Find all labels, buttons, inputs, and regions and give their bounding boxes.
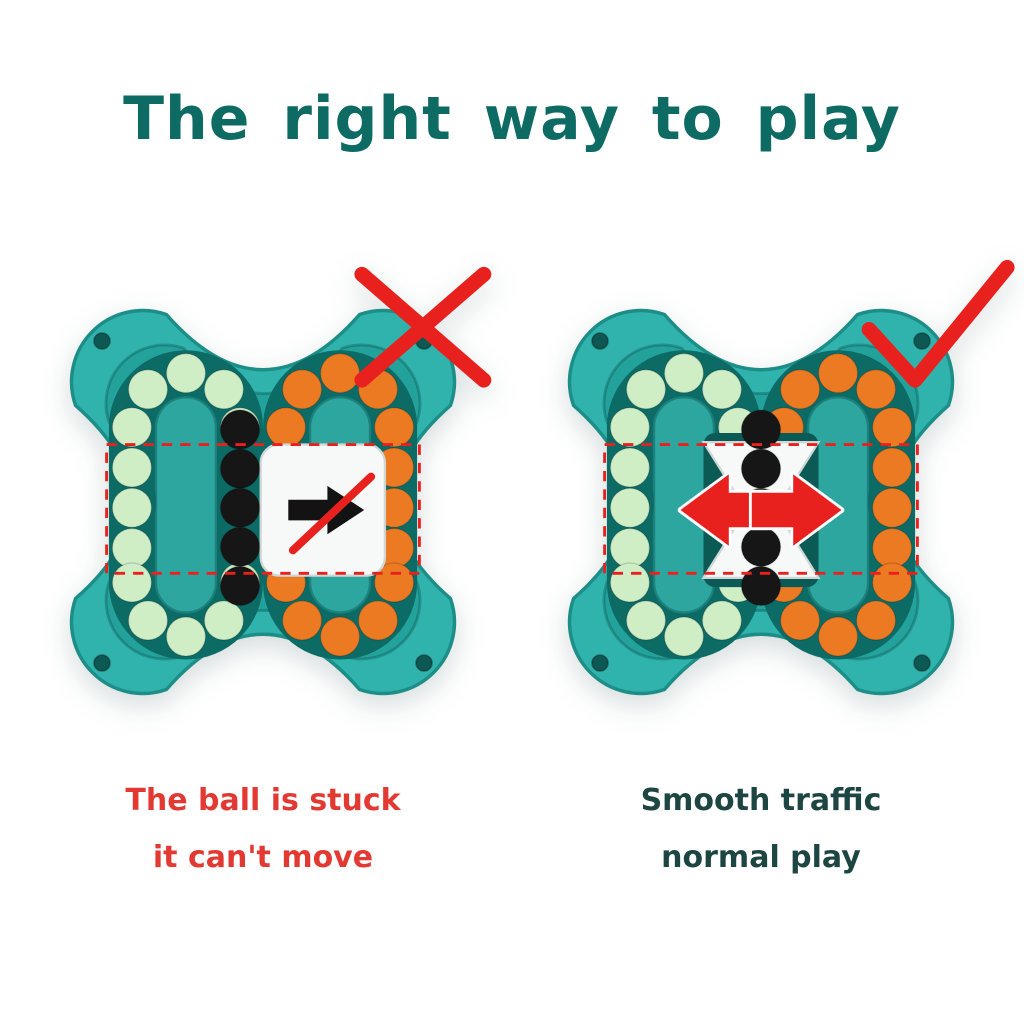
- corner-screws: [591, 332, 931, 672]
- blocked-slash-icon: [288, 472, 376, 555]
- caption-line: normal play: [661, 840, 861, 875]
- row-indicator: [603, 443, 919, 575]
- panel-wrong-way: The ball is stuck it can't move: [27, 266, 499, 886]
- toy-wrong-illustration: [69, 266, 492, 696]
- row-indicator: [105, 443, 421, 575]
- panel-right-way: Smooth traffic normal play: [525, 259, 1015, 886]
- corner-screws: [93, 332, 433, 672]
- check-mark-icon: [861, 259, 1015, 388]
- caption-wrong-way: The ball is stuck it can't move: [125, 772, 400, 886]
- caption-line: The ball is stuck: [125, 783, 401, 818]
- arrow-right-icon: [748, 471, 845, 549]
- caption-line: it can't move: [152, 840, 374, 875]
- caption-right-way: Smooth traffic normal play: [641, 772, 882, 886]
- left-track-island: [154, 396, 217, 614]
- black-beads: [219, 409, 261, 607]
- toy-right-illustration: [567, 259, 1015, 696]
- orange-beads: [265, 352, 415, 657]
- comparison-panels: The ball is stuck it can't move: [0, 259, 1024, 886]
- x-mark-icon: [354, 266, 492, 388]
- page-title: The right way to play: [123, 84, 901, 154]
- caption-line: Smooth traffic: [640, 783, 882, 818]
